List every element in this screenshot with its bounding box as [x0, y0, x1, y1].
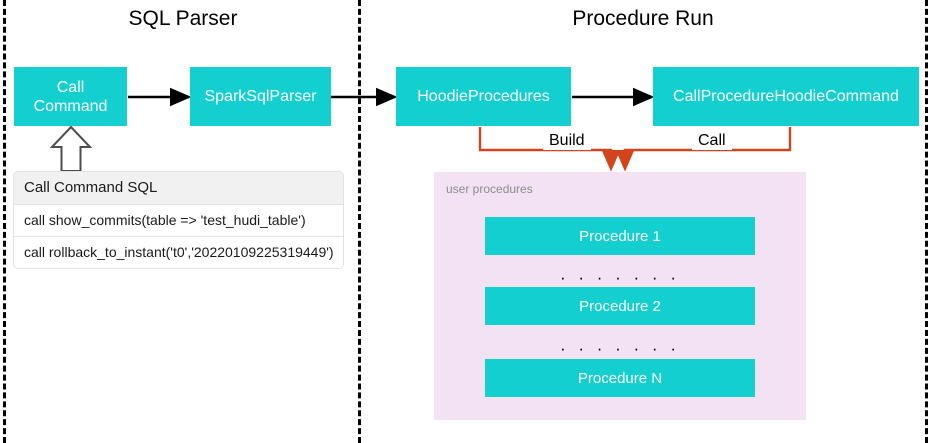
node-call-command-line1: Call	[56, 78, 85, 96]
list-item-procedure-2[interactable]: Procedure 2	[485, 287, 755, 325]
sql-table-header: Call Command SQL	[14, 172, 343, 205]
ellipsis-1: · · · · · · ·	[560, 268, 680, 287]
edge-label-call: Call	[692, 132, 732, 150]
node-call-command[interactable]: Call Command	[14, 67, 127, 126]
divider-left	[3, 0, 6, 443]
node-hoodie-procedures[interactable]: HoodieProcedures	[396, 67, 571, 126]
procedure-1-label: Procedure 1	[579, 227, 661, 245]
sql-table-row: call rollback_to_instant('t0','202201092…	[14, 237, 343, 268]
edge-label-build: Build	[543, 132, 591, 150]
node-call-procedure-hoodie-command-label: CallProcedureHoodieCommand	[673, 88, 899, 105]
section-title-sql-parser: SQL Parser	[128, 7, 238, 30]
divider-middle	[358, 0, 361, 443]
sql-table-row: call show_commits(table => 'test_hudi_ta…	[14, 205, 343, 237]
node-call-command-line2: Command	[33, 97, 108, 115]
user-procedures-label: user procedures	[446, 182, 533, 196]
call-command-sql-table: Call Command SQL call show_commits(table…	[14, 172, 343, 268]
procedure-n-label: Procedure N	[577, 369, 663, 387]
list-item-procedure-1[interactable]: Procedure 1	[485, 217, 755, 255]
node-call-command-label: Call Command	[34, 78, 108, 116]
divider-right	[925, 0, 928, 443]
node-spark-sql-parser-label: SparkSqlParser	[204, 88, 317, 105]
hollow-up-arrow-icon	[49, 125, 93, 172]
node-spark-sql-parser[interactable]: SparkSqlParser	[190, 67, 331, 126]
section-title-procedure-run: Procedure Run	[572, 7, 714, 30]
node-hoodie-procedures-label: HoodieProcedures	[417, 88, 550, 105]
user-procedures-panel: user procedures Procedure 1 · · · · · · …	[434, 172, 806, 420]
node-call-procedure-hoodie-command[interactable]: CallProcedureHoodieCommand	[653, 67, 919, 126]
list-item-procedure-n[interactable]: Procedure N	[485, 359, 755, 397]
ellipsis-2: · · · · · · ·	[560, 339, 680, 358]
procedure-2-label: Procedure 2	[579, 297, 661, 315]
